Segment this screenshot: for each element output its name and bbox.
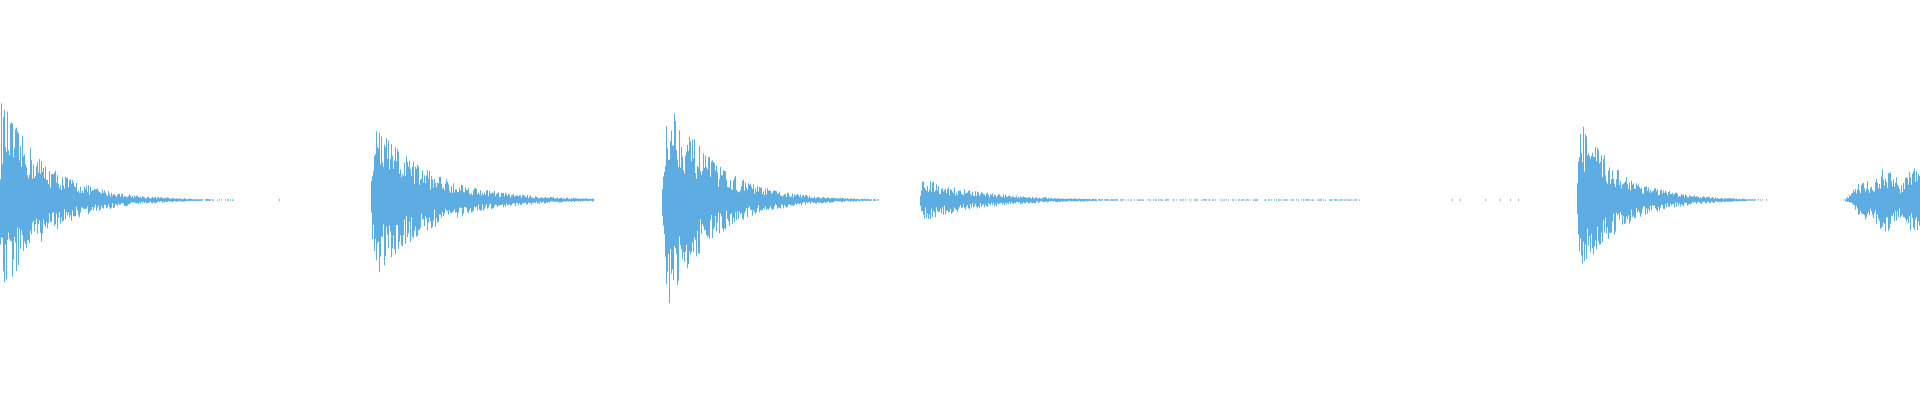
waveform-event-3 (662, 113, 879, 304)
waveform-event-5 (1577, 126, 1767, 264)
waveform-event-6 (1843, 168, 1920, 232)
waveform-event-1 (0, 103, 280, 283)
waveform-event-4 (920, 181, 1519, 220)
waveform-event-2 (371, 131, 594, 273)
